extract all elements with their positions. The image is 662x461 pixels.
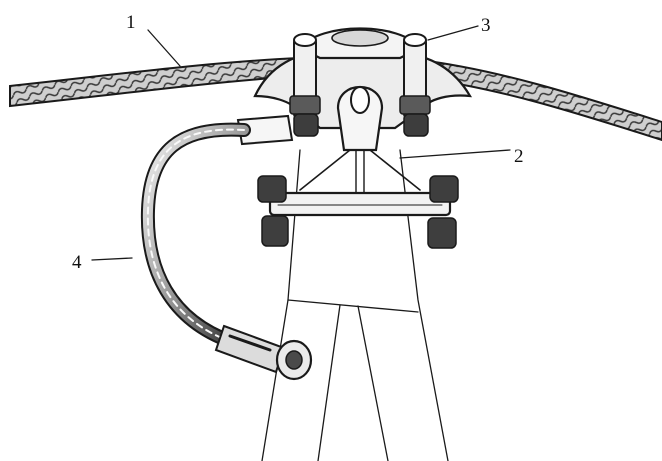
suspension-hanger bbox=[299, 85, 421, 193]
leader-line-2 bbox=[399, 149, 511, 159]
callout-label-2: 2 bbox=[514, 146, 524, 167]
leader-lines bbox=[91, 25, 511, 261]
u-bolt bbox=[289, 33, 431, 137]
leader-line-3 bbox=[427, 25, 479, 41]
callout-label-4: 4 bbox=[72, 252, 82, 273]
leader-line-4 bbox=[91, 257, 133, 261]
callout-label-1: 1 bbox=[126, 12, 136, 33]
crossbar-bolt bbox=[257, 175, 459, 249]
grounding-lead bbox=[140, 114, 313, 381]
callout-label-3: 3 bbox=[481, 15, 491, 36]
leader-line-1 bbox=[147, 29, 181, 67]
